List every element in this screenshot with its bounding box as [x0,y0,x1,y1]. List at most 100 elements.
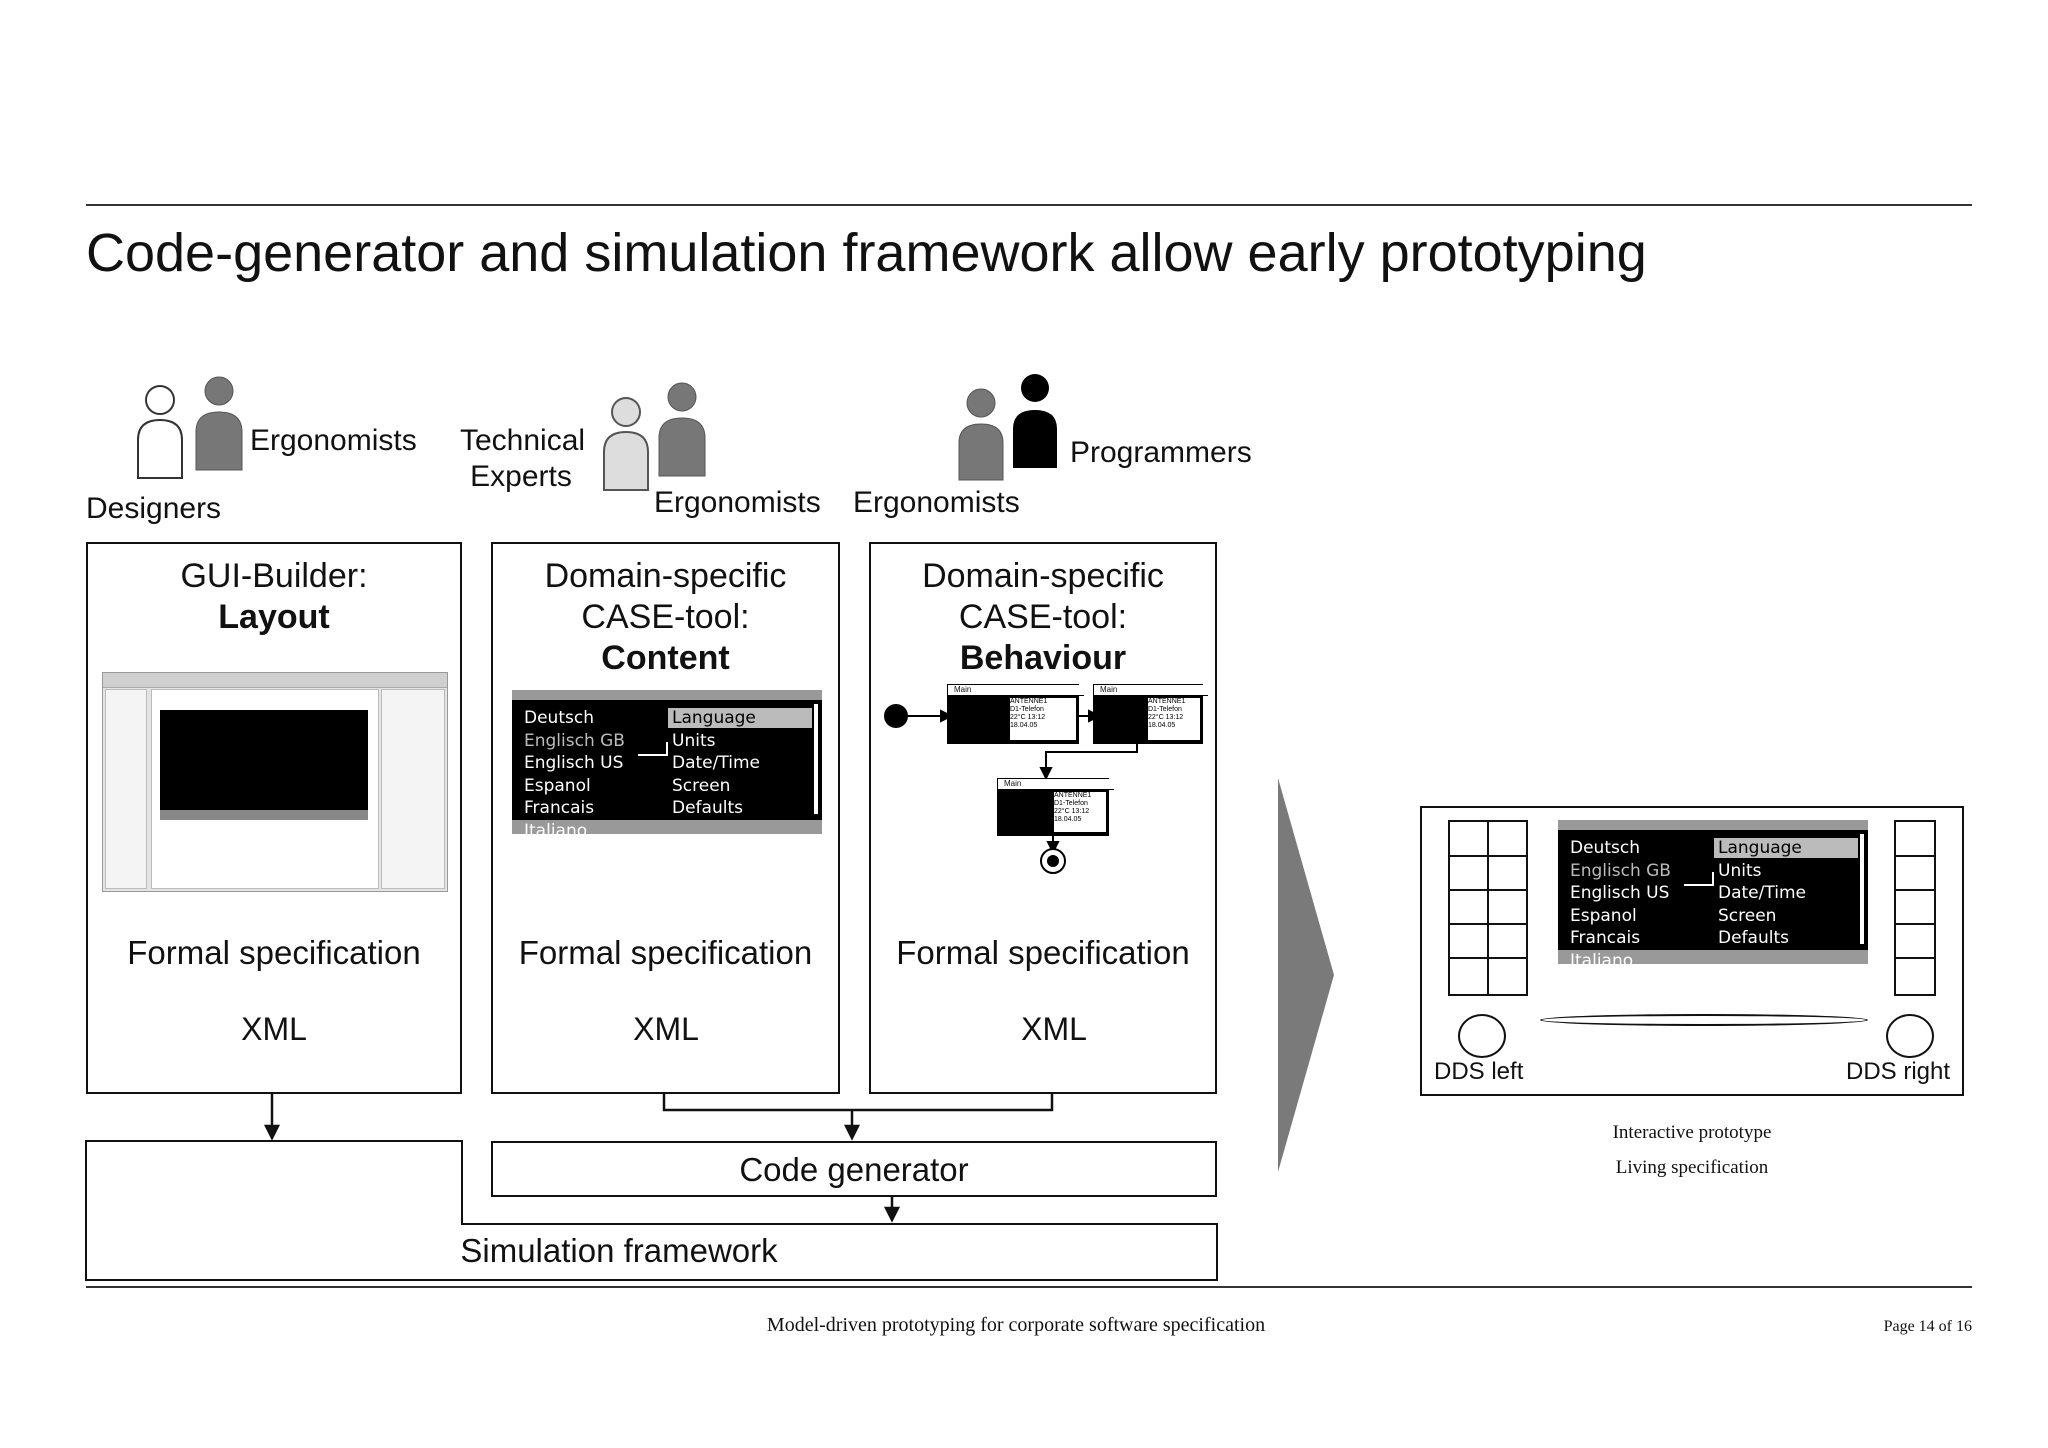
state-temp-time: 22°C 13:12 [1010,714,1076,722]
designer-person-icon [137,385,183,479]
box-title-line: CASE-tool: [581,598,750,636]
state-date: 18.04.05 [1054,816,1082,823]
menu-item-right[interactable]: Defaults [1718,928,1789,948]
menu-item-right[interactable]: Defaults [672,798,743,818]
state-temp: 22°C [1148,714,1164,721]
gui-builder-box: GUI-Builder: Layout Formal specification… [86,542,462,1094]
scroll-ellipse[interactable] [1540,1014,1868,1026]
properties-panel [381,689,445,889]
menu-connector [638,742,668,756]
top-rule [86,204,1972,206]
state-temp: 22°C [1010,714,1026,721]
state-date: 18.04.05 [1148,722,1176,729]
state-info: ANTENNE1 D1-Telefon 22°C 13:12 18.04.05 [1148,698,1200,740]
menu-item-left[interactable]: Espanol [524,775,591,796]
state-station: ANTENNE1 [1054,792,1092,799]
content-box: Domain-specific CASE-tool: Content Deuts… [491,542,840,1094]
menu-item-left[interactable]: Espanol [1570,905,1637,926]
ergonomist-person-icon [195,376,243,471]
menu-item-right[interactable]: Language [1714,838,1858,858]
menu-connector [1684,872,1714,886]
menu-item-left[interactable]: Englisch US [1570,883,1670,903]
menu-item-left[interactable]: Englisch GB [1570,860,1671,881]
state-temp: 22°C [1054,808,1070,815]
menu-item-right[interactable]: Units [1718,860,1762,881]
state-info: ANTENNE1 D1-Telefon 22°C 13:12 18.04.05 [1054,792,1106,832]
menu-item-left[interactable]: Italiano [524,820,588,841]
menu-item-left[interactable]: Italiano [1570,950,1634,971]
box-title-line: CASE-tool: [958,598,1128,636]
menu-item-right[interactable]: Screen [672,775,731,796]
state-info: ANTENNE1 D1-Telefon 22°C 13:12 18.04.05 [1010,698,1076,740]
xml-label: XML [1021,1011,1087,1047]
dds-left-knob-icon[interactable] [1458,1014,1506,1058]
left-grid-lines [1450,822,1526,994]
role-technical: Technical [460,424,586,457]
menu-item-right[interactable]: Screen [1718,905,1777,926]
menu-bottom-bar [1558,950,1868,964]
canvas-panel [151,689,379,889]
menu-scrollbar[interactable] [814,704,818,814]
page-title: Code-generator and simulation framework … [86,223,1647,283]
menu-item-left[interactable]: Deutsch [524,708,594,728]
ergonomist-person-icon [658,382,706,477]
dds-right-knob-icon[interactable] [1886,1014,1934,1058]
gui-builder-screenshot [102,672,448,892]
menu-item-right[interactable]: Language [668,708,812,728]
left-button-grid[interactable] [1448,820,1528,996]
state-screen: Main ANTENNE1 D1-Telefon 22°C 13:12 18.0… [1093,684,1208,744]
preview-status-bar [160,810,368,820]
box-title: GUI-Builder: Layout [88,556,460,638]
state-label: Main [948,685,1084,696]
menu-top-bar [512,690,822,700]
formal-specification-label: Formal specification [518,934,813,971]
box-title-bold: Behaviour [959,639,1127,677]
menu-item-left[interactable]: Francais [1570,928,1641,948]
state-label: Main [998,779,1114,790]
box-title-line: GUI-Builder: [180,557,368,595]
box-title: Domain-specific CASE-tool: Content [493,556,838,679]
state-temp-time: 22°C 13:12 [1054,808,1106,816]
right-grid-lines [1896,855,1934,959]
right-button-column[interactable] [1894,820,1936,996]
code-generator-label: Code generator [739,1151,969,1188]
role-programmers: Programmers [1070,436,1252,469]
state-time: 13:12 [1165,714,1184,721]
state-temp-time: 22°C 13:12 [1148,714,1200,722]
dds-right-label: DDS right [1846,1058,1951,1085]
prototype-caption-2: Living specification [1615,1157,1769,1178]
palette-panel [105,689,147,889]
state-screen: Main ANTENNE1 D1-Telefon 22°C 13:12 18.0… [997,778,1114,836]
formal-specification-label: Formal specification [896,934,1190,971]
menu-item-left[interactable]: Englisch US [524,753,624,773]
box-title-line: Domain-specific [922,557,1164,595]
box-title-line: Domain-specific [544,557,787,595]
big-right-arrow-icon [1278,778,1334,1172]
menu-scrollbar[interactable] [1860,834,1864,944]
final-state-dot [1047,855,1059,867]
menu-item-right[interactable]: Date/Time [1718,883,1806,903]
state-station: ANTENNE1 [1148,698,1186,705]
menu-item-left[interactable]: Englisch GB [524,730,625,751]
state-line2: D1-Telefon [1010,706,1044,713]
menu-item-right[interactable]: Date/Time [672,753,760,773]
state-date: 18.04.05 [1010,722,1038,729]
dds-left-label: DDS left [1434,1058,1524,1085]
toolbar-strip [103,673,447,688]
xml-label: XML [633,1011,699,1047]
role-ergonomists: Ergonomists [853,486,1020,519]
behaviour-box: Domain-specific CASE-tool: Behaviour Mai… [869,542,1217,1094]
role-ergonomists: Ergonomists [654,486,821,519]
menu-item-right[interactable]: Units [672,730,716,751]
menu-item-left[interactable]: Deutsch [1570,838,1640,858]
ergonomist-person-icon [958,388,1004,481]
state-line2: D1-Telefon [1148,706,1182,713]
menu-item-left[interactable]: Francais [524,798,595,818]
box-title: Domain-specific CASE-tool: Behaviour [871,556,1215,679]
xml-label: XML [241,1011,307,1047]
role-ergonomists: Ergonomists [250,424,417,457]
code-generator-box: Code generator [491,1141,1217,1197]
